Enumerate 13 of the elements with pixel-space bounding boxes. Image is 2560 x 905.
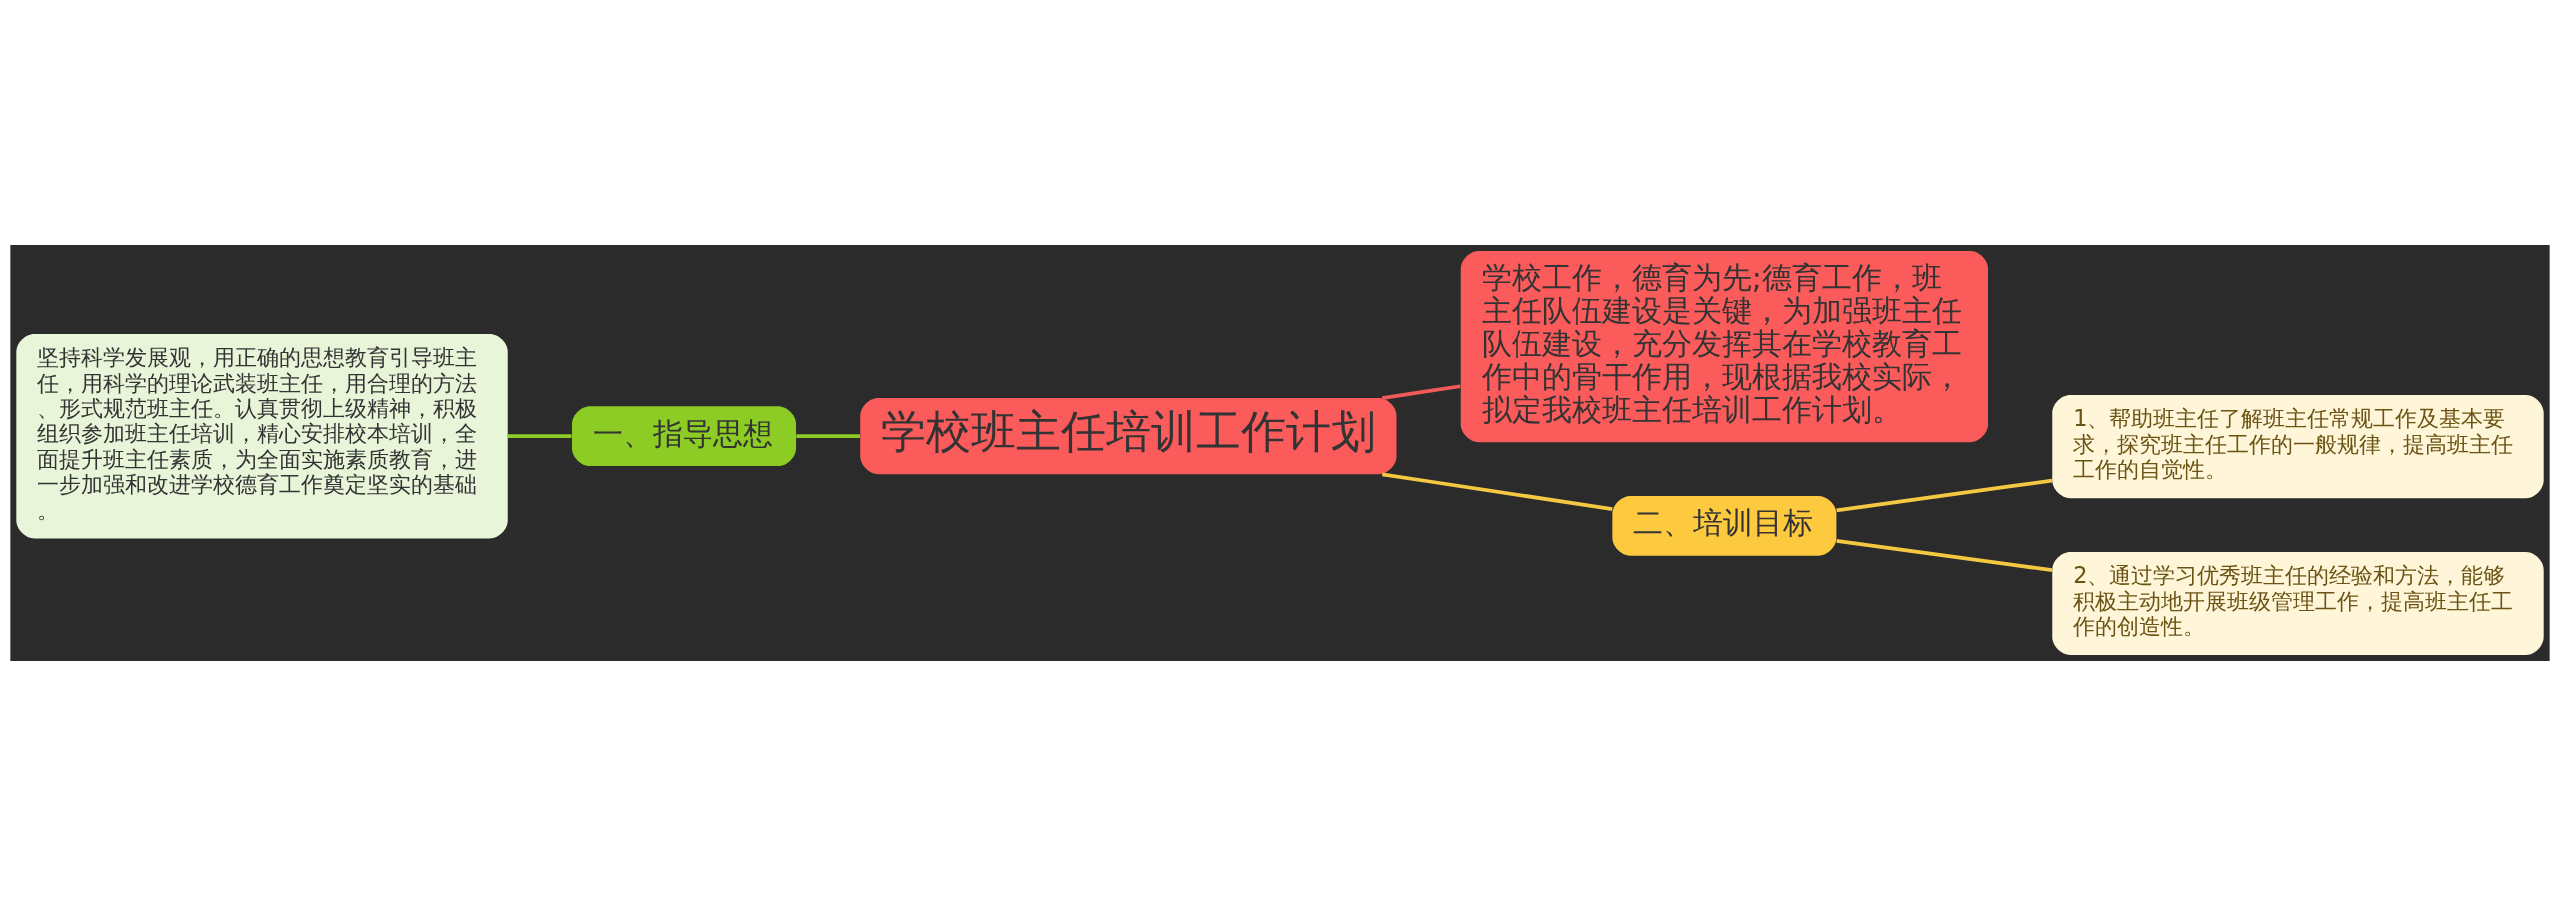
- connector: [796, 433, 860, 438]
- node-box: 一、指导思想: [572, 405, 797, 466]
- connector: [1381, 383, 1461, 400]
- connector: [507, 433, 572, 438]
- node-box: 2、通过学习优秀班主任的经验和方法，能够积极主动地开展班级管理工作，提高班主任工作的创造性。: [2052, 551, 2544, 655]
- node-box: 学校班主任培训工作计划: [860, 397, 1397, 474]
- connector: [1381, 472, 1613, 511]
- node-box: 1、帮助班主任了解班主任常规工作及基本要求，探究班主任工作的一般规律，提高班主任工作的自觉性。: [2052, 394, 2544, 498]
- node-box: 二、培训目标: [1612, 495, 1837, 556]
- connector: [1836, 538, 2053, 572]
- connector: [1836, 478, 2053, 512]
- node-box: 学校工作，德育为先;德育工作，班主任队伍建设是关键，为加强班主任队伍建设，充分发挥其在学校教育工作中的骨干作用，现根据我校实际，拟定我校班主任培训工作计划。: [1460, 250, 1988, 442]
- node-box: 坚持科学发展观，用正确的思想教育引导班主任，用科学的理论武装班主任，用合理的方法、形式规范班主任。认真贯彻上级精神，积极组织参加班主任培训，精心安排校本培训，全面提升班主任素质，为全面实施素质教育，进一步加强和改进学校德育工作奠定坚实的基础。: [16, 333, 508, 538]
